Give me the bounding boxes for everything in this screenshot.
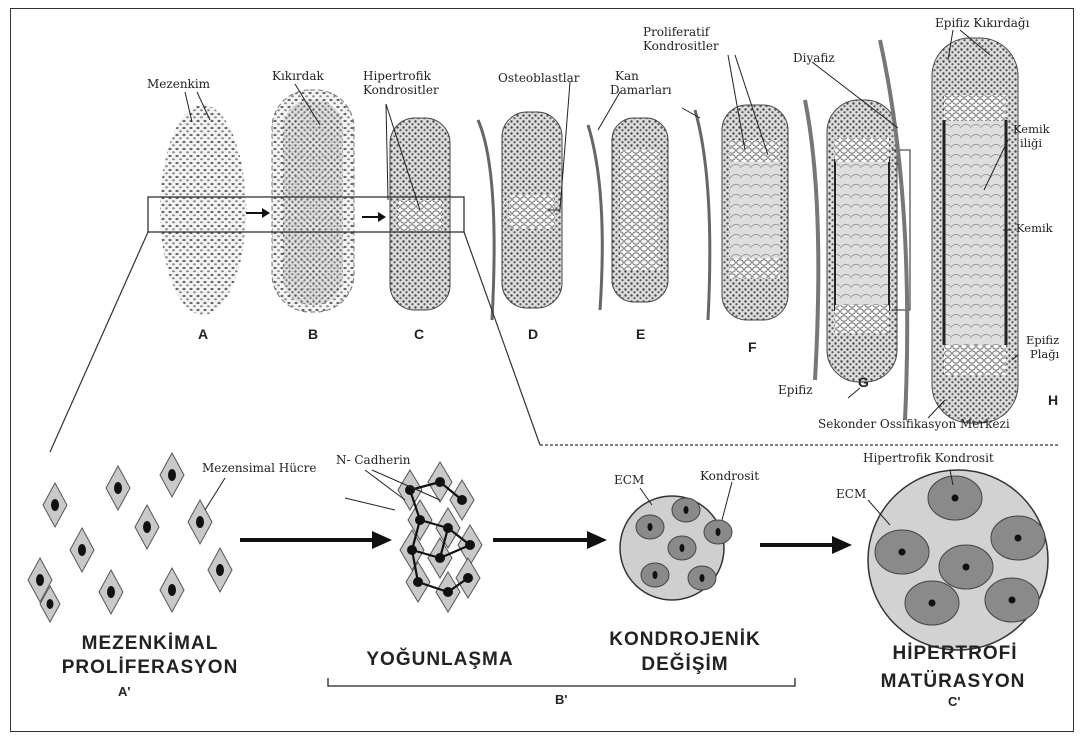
stage-letter-b: B — [308, 326, 318, 342]
label-osteoblastlar: Osteoblastlar — [498, 72, 580, 85]
label-hipertrofik-kondrosit: Hipertrofik Kondrosit — [863, 452, 994, 465]
mesenchymal-cells — [28, 453, 232, 622]
phase-degisim: DEĞİŞİM — [585, 655, 785, 676]
label-epifiz-right: Epifiz — [1026, 334, 1059, 346]
hypertrophic-ecm — [868, 470, 1048, 650]
stage-letter-c: C — [414, 326, 424, 342]
label-mezenkim: Mezenkim — [147, 78, 210, 91]
stage-letter-e: E — [636, 326, 645, 342]
phase-letter-a-prime: A' — [118, 684, 130, 699]
arrow-2 — [493, 531, 607, 549]
phase-letter-c-prime: C' — [948, 694, 960, 709]
stage-h-mature-bone — [880, 38, 1018, 423]
phase-proliferasyon: PROLİFERASYON — [30, 658, 270, 679]
label-iligi: iliği — [1020, 137, 1042, 149]
label-damarlari: Damarları — [610, 84, 672, 97]
label-kikirdak: Kıkırdak — [272, 70, 324, 83]
label-kemik: Kemik — [1013, 123, 1050, 135]
label-kan: Kan — [615, 70, 639, 83]
label-ecm-2: ECM — [836, 488, 866, 501]
stage-letter-f: F — [748, 339, 757, 355]
label-epifiz-left: Epifiz — [778, 384, 813, 397]
label-n-cadherin: N- Cadherin — [336, 454, 411, 467]
label-sekonder: Sekonder Ossifikasyon Merkezi — [818, 418, 1010, 431]
label-ecm: ECM — [614, 474, 644, 487]
condensed-cells — [345, 462, 482, 612]
bracket-b — [328, 678, 795, 686]
label-proliferatif: Proliferatif — [643, 26, 709, 39]
label-hipertrofik: Hipertrofik — [363, 70, 431, 83]
stage-c-hypertrophic — [390, 118, 450, 310]
phase-yogunlasma: YOĞUNLAŞMA — [345, 650, 535, 671]
stage-letter-g: G — [858, 374, 869, 390]
phase-letter-b-prime: B' — [555, 692, 567, 707]
label-proliferatif-kondrositler: Kondrositler — [643, 40, 719, 53]
label-epifiz-kikirdagi: Epifiz Kıkırdağı — [935, 17, 1029, 30]
phase-maturasyon: MATÜRASYON — [848, 672, 1058, 693]
phase-mezenkimal: MEZENKİMAL — [40, 634, 260, 655]
stage-letter-h: H — [1048, 392, 1058, 408]
stage-b-cartilage — [272, 90, 354, 312]
phase-kondrojenik: KONDROJENİK — [585, 630, 785, 651]
label-mezensimal-hucre: Mezensimal Hücre — [202, 462, 316, 475]
label-kondrositler: Kondrositler — [363, 84, 439, 97]
arrow-1 — [240, 531, 392, 549]
chondrogenic-ecm — [620, 482, 732, 600]
label-diyafiz: Diyafiz — [793, 52, 835, 65]
stage-e-vessels — [588, 118, 668, 310]
stage-a-mesenchyme — [160, 105, 246, 315]
stage-d-osteoblasts — [478, 112, 562, 320]
stage-g-diaphysis — [805, 100, 910, 382]
label-plagi: Plağı — [1030, 348, 1059, 360]
stage-letter-d: D — [528, 326, 538, 342]
arrow-3 — [760, 536, 852, 554]
stage-letter-a: A — [198, 326, 208, 342]
label-kemik-2: Kemik — [1016, 222, 1053, 234]
stage-f-proliferative — [695, 105, 788, 320]
label-kondrosit: Kondrosit — [700, 470, 759, 483]
phase-hipertrofi: HİPERTROFİ — [855, 644, 1055, 665]
